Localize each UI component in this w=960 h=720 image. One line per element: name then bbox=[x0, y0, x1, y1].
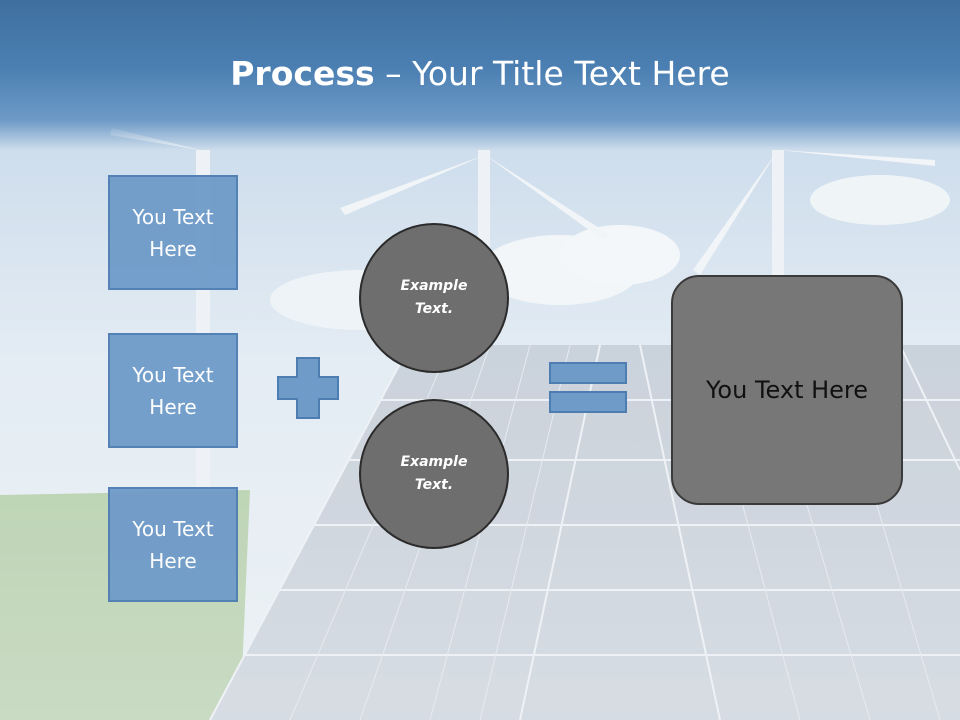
title-bar bbox=[0, 0, 960, 150]
example-circle-1: Example Text. bbox=[359, 223, 509, 373]
input-box-1: You Text Here bbox=[108, 175, 238, 290]
equals-icon bbox=[549, 362, 627, 413]
result-box: You Text Here bbox=[671, 275, 903, 505]
title-bold: Process bbox=[230, 54, 375, 93]
title-separator: – bbox=[374, 54, 413, 93]
input-box-2: You Text Here bbox=[108, 333, 238, 448]
example-circle-2: Example Text. bbox=[359, 399, 509, 549]
slide-title: Process – Your Title Text Here bbox=[0, 52, 960, 96]
title-rest: Your Title Text Here bbox=[412, 54, 730, 93]
plus-icon bbox=[277, 357, 339, 419]
input-box-3: You Text Here bbox=[108, 487, 238, 602]
